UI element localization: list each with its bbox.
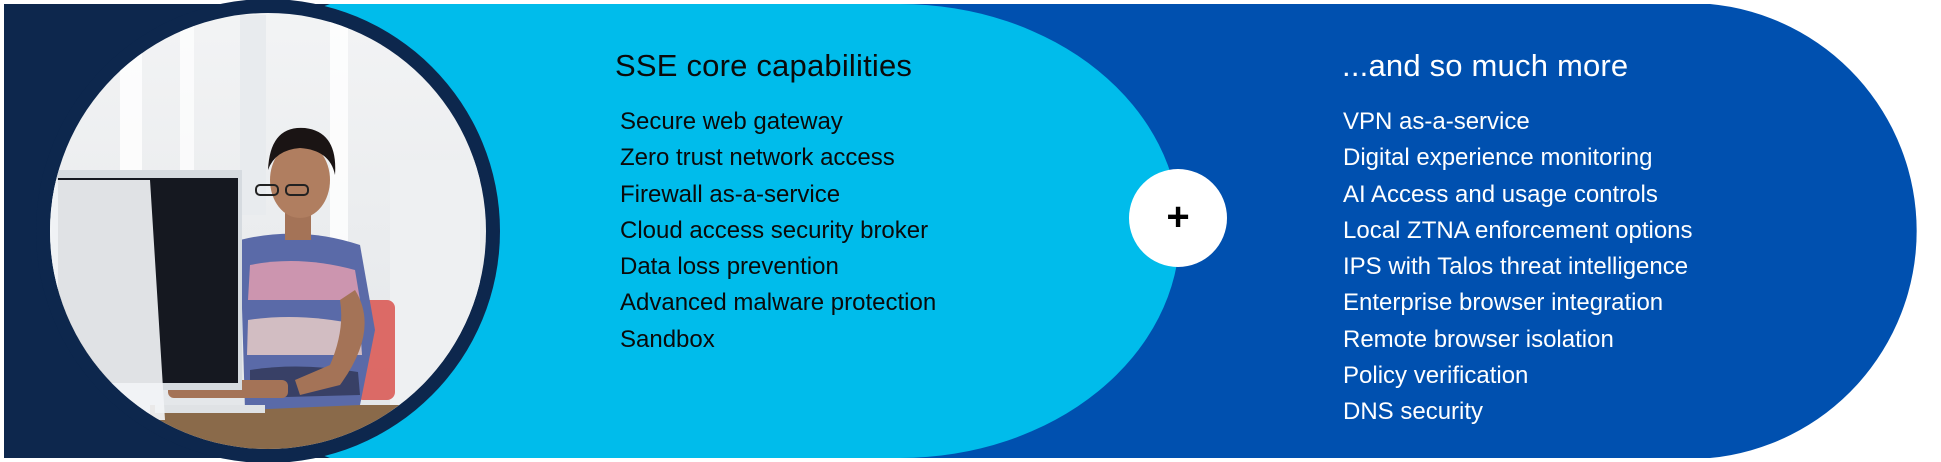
more-title: ...and so much more xyxy=(1342,48,1629,83)
core-item: Zero trust network access xyxy=(620,144,895,172)
more-item: Remote browser isolation xyxy=(1343,325,1614,353)
plus-connector: + xyxy=(1129,169,1227,267)
more-item: IPS with Talos threat intelligence xyxy=(1343,253,1689,281)
more-item: AI Access and usage controls xyxy=(1343,180,1658,208)
core-item: Advanced malware protection xyxy=(620,289,937,317)
core-item: Cloud access security broker xyxy=(620,216,929,244)
more-item: Policy verification xyxy=(1343,362,1529,390)
plus-icon: + xyxy=(1166,194,1190,239)
core-item: Secure web gateway xyxy=(620,108,843,135)
core-capabilities-list: Secure web gateway Zero trust network ac… xyxy=(620,104,936,358)
core-item: Data loss prevention xyxy=(620,253,839,281)
more-item: Local ZTNA enforcement options xyxy=(1343,216,1693,244)
core-title: SSE core capabilities xyxy=(615,48,913,83)
more-item: VPN as-a-service xyxy=(1343,108,1530,135)
core-item: Sandbox xyxy=(620,325,715,353)
core-panel-shape xyxy=(300,4,1180,458)
more-capabilities-list: VPN as-a-service Digital experience moni… xyxy=(1343,104,1693,431)
core-item: Firewall as-a-service xyxy=(620,180,841,208)
more-item: Digital experience monitoring xyxy=(1343,144,1653,172)
more-item: Enterprise browser integration xyxy=(1343,289,1664,317)
more-item: DNS security xyxy=(1343,398,1484,426)
